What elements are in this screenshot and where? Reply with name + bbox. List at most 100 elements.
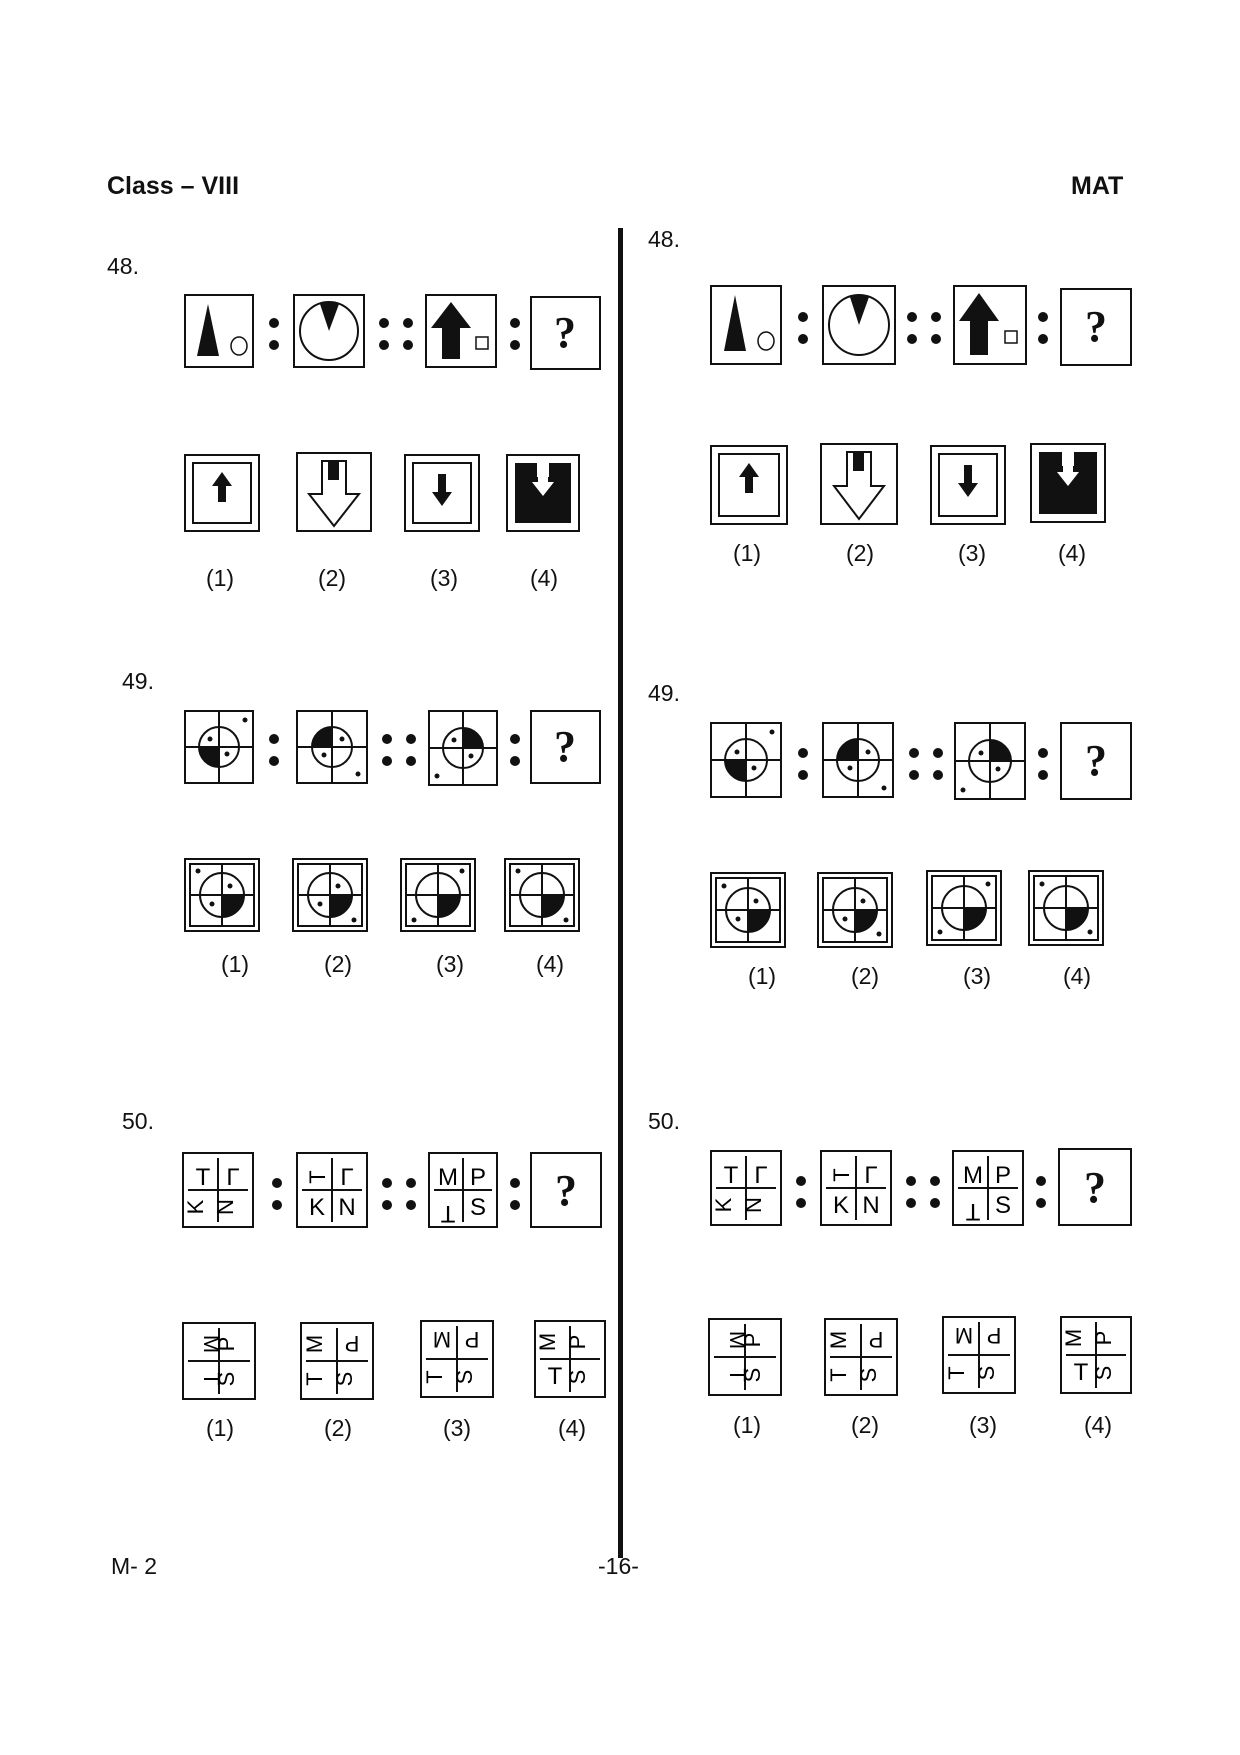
- option-3-figure[interactable]: [404, 454, 480, 532]
- svg-text:T: T: [965, 1198, 980, 1225]
- option-1-figure[interactable]: [184, 858, 260, 932]
- question-box: ?: [1060, 722, 1132, 800]
- left-column: 48. ?: [107, 253, 606, 1441]
- quadrant-circle-icon: [296, 710, 368, 784]
- svg-text:?: ?: [1085, 736, 1107, 785]
- pie-circle-icon: [822, 285, 896, 365]
- option-2-figure[interactable]: [292, 858, 368, 932]
- option-4-figure[interactable]: M P T S: [534, 1320, 606, 1398]
- option-4-figure[interactable]: [1030, 443, 1106, 523]
- class-label: Class – VIII: [107, 172, 240, 200]
- option-3-figure[interactable]: [400, 858, 476, 932]
- option-2-label: (2): [845, 540, 875, 566]
- svg-text:M: M: [1061, 1329, 1086, 1347]
- arrow-square-icon: [953, 285, 1027, 365]
- svg-text:Γ: Γ: [864, 1162, 877, 1189]
- arrow-square-icon: [425, 294, 497, 368]
- svg-text:S: S: [332, 1372, 357, 1387]
- option-4-figure[interactable]: [1028, 870, 1104, 946]
- svg-text:M: M: [302, 1335, 327, 1353]
- letter-grid-icon: T Γ K N: [296, 1152, 368, 1228]
- svg-text:P: P: [465, 1327, 480, 1352]
- question-box: ?: [1060, 288, 1132, 366]
- svg-text:S: S: [740, 1368, 765, 1383]
- option-3-label: (3): [968, 1412, 998, 1438]
- option-3-label: (3): [962, 963, 992, 989]
- question-box: ?: [1058, 1148, 1132, 1226]
- option-3-figure[interactable]: [930, 445, 1006, 525]
- svg-text:T: T: [302, 1372, 327, 1385]
- ratio-colon: [796, 312, 810, 356]
- svg-text:T: T: [440, 1200, 455, 1227]
- option-4-label: (4): [529, 565, 559, 591]
- svg-text:P: P: [470, 1164, 486, 1191]
- svg-text:P: P: [1091, 1331, 1116, 1346]
- option-2-figure[interactable]: [820, 443, 898, 525]
- option-3-figure[interactable]: M P T S: [420, 1320, 494, 1398]
- option-3-figure[interactable]: M P T S: [942, 1316, 1016, 1394]
- option-2-figure[interactable]: [817, 872, 893, 948]
- svg-text:K: K: [309, 1194, 325, 1221]
- question-box: ?: [530, 296, 601, 370]
- option-1-label: (1): [747, 963, 777, 989]
- svg-text:N: N: [213, 1199, 238, 1215]
- ratio-colon: [794, 1176, 808, 1220]
- svg-text:?: ?: [554, 722, 576, 771]
- triangle-circle-icon: [710, 285, 782, 365]
- letter-grid-icon: T Γ K N: [820, 1150, 892, 1226]
- option-2-label: (2): [850, 1412, 880, 1438]
- triangle-circle-icon: [184, 294, 254, 368]
- option-1-figure[interactable]: [710, 872, 786, 948]
- option-2-figure[interactable]: [296, 452, 372, 532]
- svg-text:K: K: [711, 1197, 736, 1212]
- ratio-double-colon: [906, 1176, 940, 1220]
- option-1-figure[interactable]: M P T S: [182, 1322, 256, 1400]
- option-2-figure[interactable]: M P T S: [824, 1318, 898, 1396]
- question-number: 49.: [122, 668, 154, 694]
- svg-text:M: M: [725, 1331, 750, 1349]
- svg-text:M: M: [438, 1164, 458, 1191]
- ratio-double-colon: [909, 748, 943, 792]
- quadrant-circle-icon: [954, 722, 1026, 800]
- svg-text:N: N: [862, 1192, 879, 1219]
- option-2-label: (2): [850, 963, 880, 989]
- svg-text:M: M: [963, 1162, 983, 1189]
- svg-text:S: S: [995, 1192, 1011, 1219]
- question-number: 49.: [648, 680, 680, 706]
- quadrant-circle-icon: [184, 710, 254, 784]
- option-4-label: (4): [557, 1415, 587, 1441]
- ratio-colon: [508, 1178, 522, 1222]
- svg-text:T: T: [548, 1363, 563, 1390]
- ratio-colon: [267, 318, 281, 362]
- column-divider: [618, 228, 623, 1558]
- option-1-figure[interactable]: M P T S: [708, 1318, 782, 1396]
- paper-code: M- 2: [111, 1553, 157, 1579]
- svg-text:S: S: [974, 1366, 999, 1381]
- option-1-figure[interactable]: [710, 445, 788, 525]
- svg-text:?: ?: [554, 308, 576, 357]
- svg-text:P: P: [565, 1335, 590, 1350]
- option-4-label: (4): [535, 951, 565, 977]
- option-3-figure[interactable]: [926, 870, 1002, 946]
- svg-text:?: ?: [1085, 302, 1107, 351]
- svg-text:P: P: [995, 1162, 1011, 1189]
- option-4-label: (4): [1083, 1412, 1113, 1438]
- svg-text:T: T: [725, 1368, 750, 1381]
- ratio-colon: [508, 734, 522, 778]
- option-4-figure[interactable]: [504, 858, 580, 932]
- right-column: 48. ?: [620, 0, 1240, 1755]
- page-number: -16-: [598, 1553, 639, 1579]
- svg-text:P: P: [214, 1337, 239, 1352]
- option-1-figure[interactable]: [184, 454, 260, 532]
- option-3-label: (3): [442, 1415, 472, 1441]
- letter-grid-icon: M P T S: [952, 1150, 1024, 1226]
- option-3-label: (3): [957, 540, 987, 566]
- option-1-label: (1): [732, 1412, 762, 1438]
- option-4-figure[interactable]: M P T S: [1060, 1316, 1132, 1394]
- svg-text:S: S: [452, 1370, 477, 1385]
- option-1-label: (1): [205, 1415, 235, 1441]
- svg-text:N: N: [741, 1197, 766, 1213]
- option-4-figure[interactable]: [506, 454, 580, 532]
- option-2-figure[interactable]: M P T S: [300, 1322, 374, 1400]
- svg-text:M: M: [826, 1331, 851, 1349]
